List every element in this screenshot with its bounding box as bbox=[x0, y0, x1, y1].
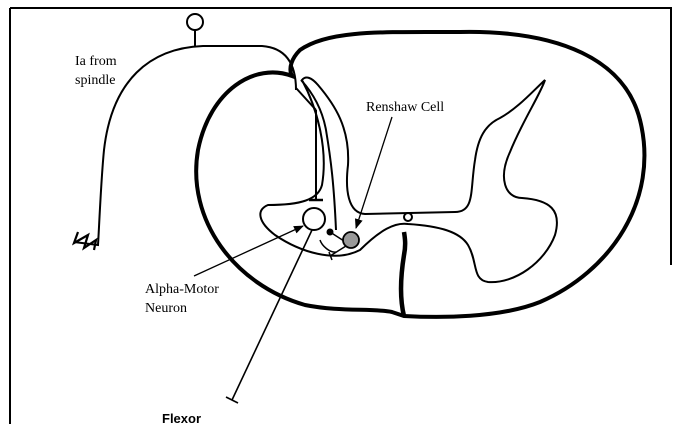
spinal-cord-outline bbox=[196, 32, 644, 317]
anterior-median-fissure bbox=[401, 232, 405, 316]
spindle-receptor bbox=[74, 232, 96, 250]
dorsal-root-ganglion-cell bbox=[187, 14, 203, 30]
alpha-motor-neuron bbox=[303, 208, 325, 230]
flexor-label: Flexor bbox=[162, 411, 201, 425]
central-canal bbox=[404, 213, 412, 221]
renshaw-label: Renshaw Cell bbox=[366, 100, 444, 115]
ia-label-line1: Ia from bbox=[75, 54, 117, 69]
renshaw-label-arrow bbox=[356, 117, 392, 228]
alpha-label-line1: Alpha-Motor bbox=[145, 282, 219, 297]
alpha-label-arrow bbox=[194, 226, 303, 276]
frame bbox=[10, 8, 672, 424]
renshaw-cell bbox=[343, 232, 359, 248]
collateral-terminal bbox=[327, 229, 334, 236]
alpha-label-line2: Neuron bbox=[145, 301, 187, 316]
ia-label-line2: spindle bbox=[75, 73, 115, 88]
